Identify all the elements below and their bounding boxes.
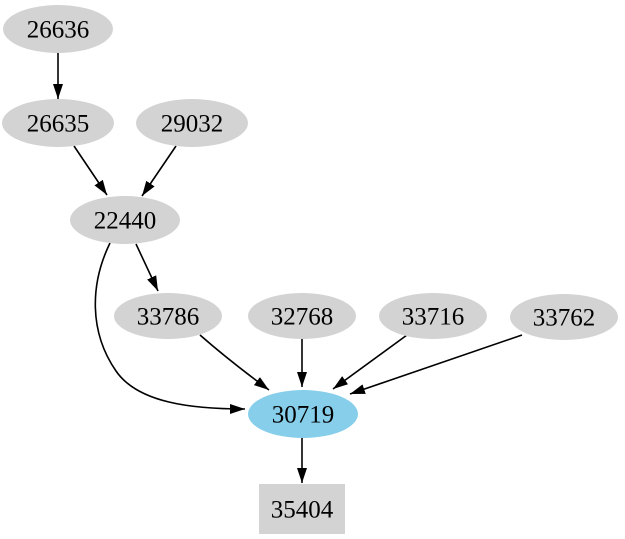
node-label: 35404 — [271, 496, 334, 523]
graph-node-26636: 26636 — [3, 5, 113, 53]
node-label: 22440 — [94, 207, 157, 234]
node-ellipse-shape — [248, 390, 358, 438]
node-ellipse-shape — [248, 293, 356, 339]
edge-22440-30719 — [94, 242, 246, 414]
graph-node-33786: 33786 — [114, 293, 222, 339]
node-ellipse-shape — [136, 99, 248, 147]
graph-node-26635: 26635 — [2, 99, 114, 147]
graph-node-33762: 33762 — [510, 294, 618, 340]
edge-33762-30719 — [349, 334, 523, 395]
edge-33786-30719 — [199, 334, 270, 391]
node-ellipse-shape — [510, 294, 618, 340]
nodes-layer: 26636 26635 29032 22440 33786 32768 33716 33762… — [2, 5, 618, 534]
node-ellipse-shape — [70, 196, 180, 244]
edge-22440-33786 — [135, 243, 159, 292]
graph-node-29032: 29032 — [136, 99, 248, 147]
node-label: 32768 — [271, 303, 334, 330]
node-label: 29032 — [161, 110, 224, 137]
node-label: 33762 — [533, 304, 596, 331]
node-ellipse-shape — [2, 99, 114, 147]
graph-node-33716: 33716 — [379, 293, 487, 339]
node-label: 33786 — [137, 303, 200, 330]
graph-node-30719: 30719 — [248, 390, 358, 438]
edges-layer — [53, 53, 523, 483]
node-ellipse-shape — [114, 293, 222, 339]
node-label: 33716 — [402, 303, 465, 330]
node-box-shape — [259, 484, 345, 534]
edge-29032-22440 — [141, 145, 177, 197]
graph-node-22440: 22440 — [70, 196, 180, 244]
node-label: 26635 — [27, 110, 90, 137]
graph-node-32768: 32768 — [248, 293, 356, 339]
edge-33716-30719 — [332, 334, 408, 390]
node-label: 26636 — [27, 16, 90, 43]
node-ellipse-shape — [379, 293, 487, 339]
node-label: 30719 — [272, 401, 335, 428]
node-ellipse-shape — [3, 5, 113, 53]
edge-26635-22440 — [73, 145, 108, 196]
graph-node-35404: 35404 — [259, 484, 345, 534]
